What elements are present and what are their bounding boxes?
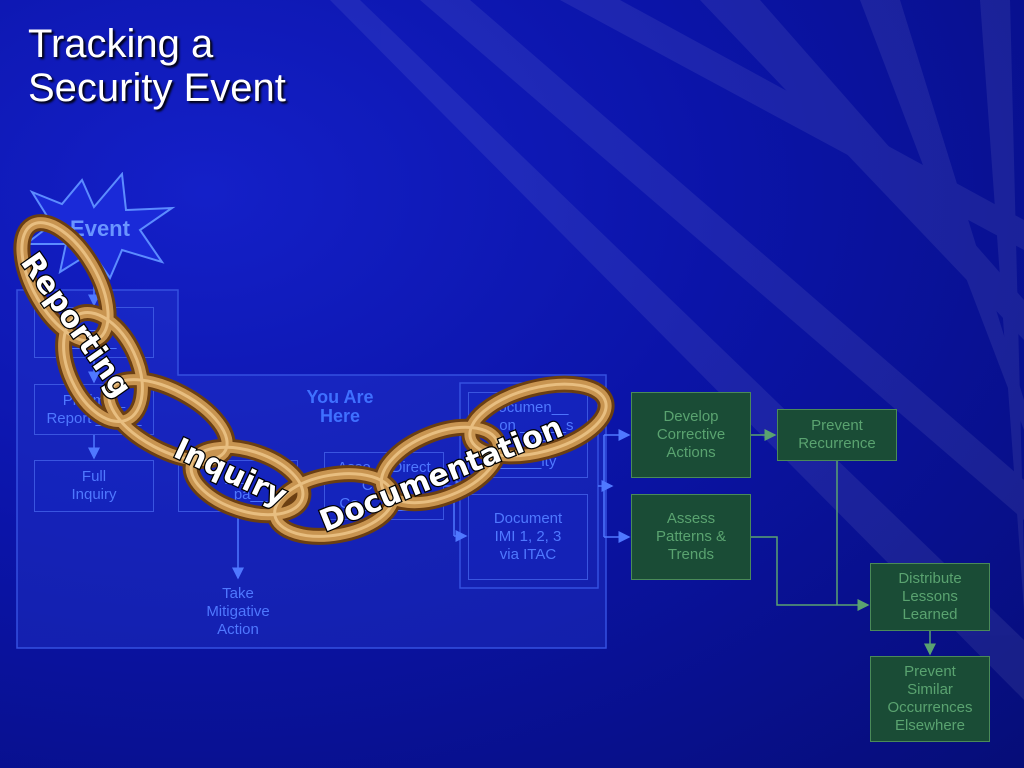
title-line-1: Tracking a — [28, 22, 214, 66]
take-mitigative-action: Take Mitigative Action — [206, 585, 270, 638]
distribute-lessons-box[interactable]: Distribute Lessons Learned — [870, 563, 990, 631]
event-starburst-icon — [23, 172, 176, 281]
develop-corrective-actions-box[interactable]: Develop Corrective Actions — [631, 392, 751, 478]
assess-patterns-box[interactable]: Assess Patterns & Trends — [631, 494, 751, 580]
title-line-2: Security Event — [28, 66, 286, 110]
you-are-here-label: You Are Here — [306, 387, 374, 426]
slide-title: Tracking a Security Event — [28, 22, 286, 110]
prevent-similar-box[interactable]: Prevent Similar Occurrences Elsewhere — [870, 656, 990, 742]
document-imi-box[interactable]: Document IMI 1, 2, 3 via ITAC — [468, 494, 588, 580]
full-inquiry-box[interactable]: Full Inquiry — [34, 460, 154, 512]
prevent-recurrence-box[interactable]: Prevent Recurrence — [777, 409, 897, 461]
